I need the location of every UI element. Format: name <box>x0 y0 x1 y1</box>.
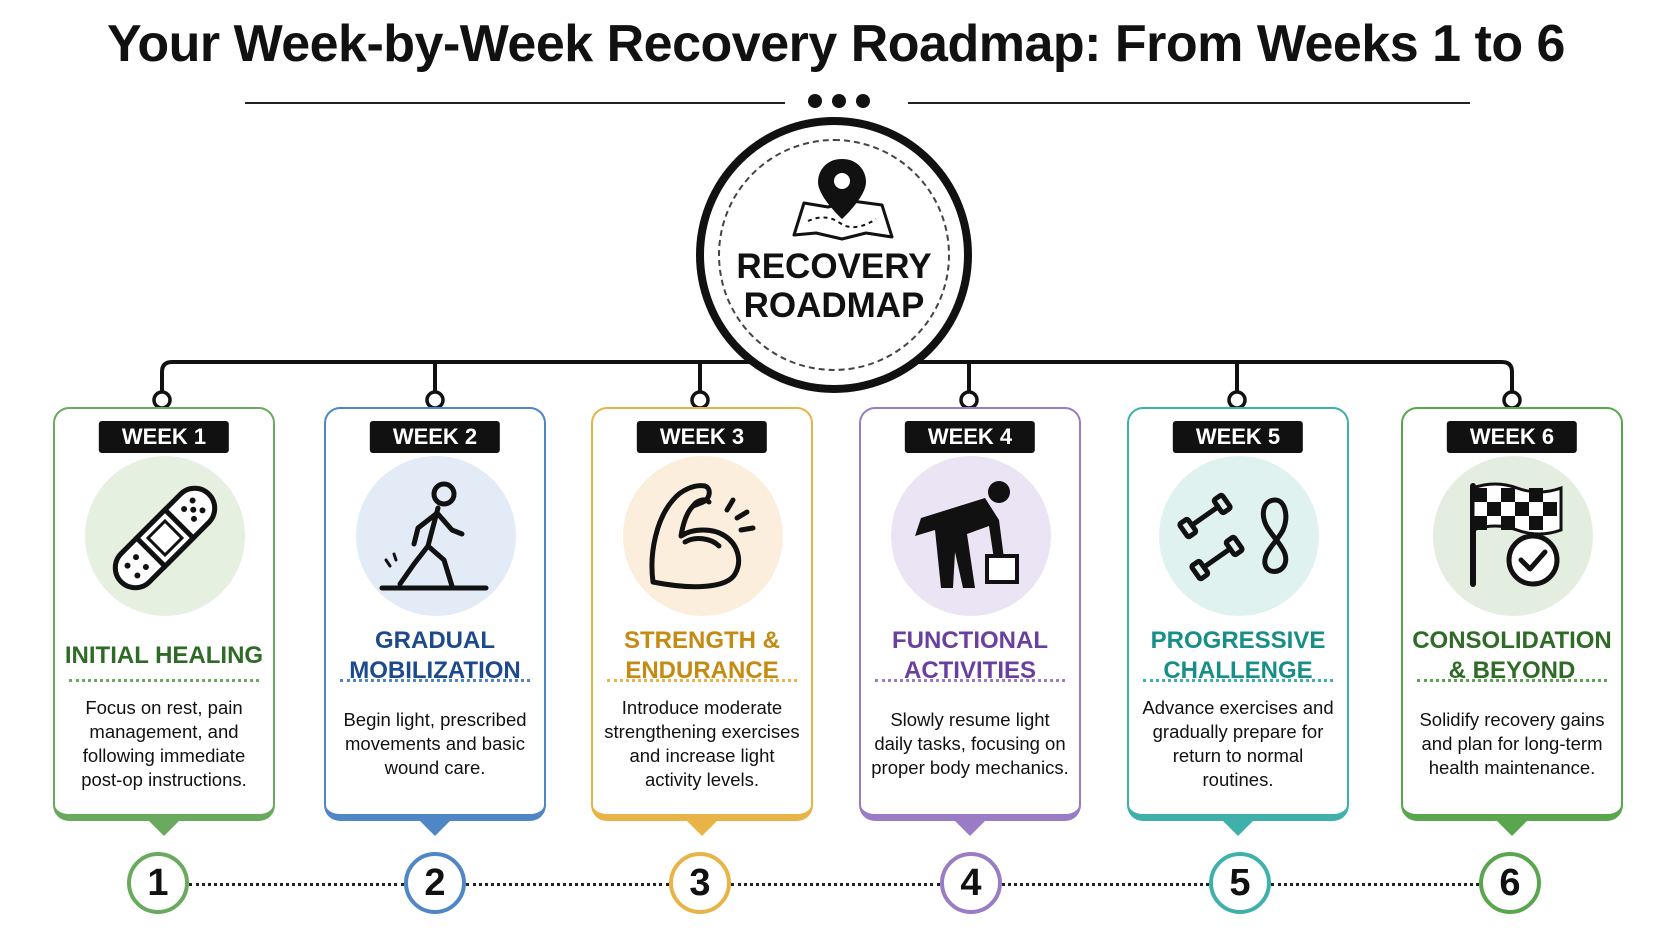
flexed-bicep-icon <box>623 456 783 616</box>
page-title: Your Week-by-Week Recovery Roadmap: From… <box>107 15 1565 73</box>
week-badge: WEEK 2 <box>369 421 501 453</box>
phase-divider <box>1143 679 1333 682</box>
recovery-roadmap-hub: RECOVERY ROADMAP <box>696 117 972 393</box>
phase-divider <box>875 679 1065 682</box>
card-pointer <box>1216 814 1260 836</box>
hub-title-line-1: RECOVERY <box>736 247 932 286</box>
dumbbells-band-icon <box>1159 456 1319 616</box>
phase-title: CONSOLIDATION & BEYOND <box>1412 627 1612 684</box>
map-pin-icon <box>792 159 894 241</box>
phase-description: Solidify recovery gains and plan for lon… <box>1419 709 1605 778</box>
card-pointer <box>142 814 186 836</box>
step-number-1: 1 <box>127 852 189 914</box>
lifting-box-icon <box>891 456 1051 616</box>
title-divider-left <box>245 102 785 104</box>
phase-description: Focus on rest, pain management, and foll… <box>81 697 247 790</box>
timeline-connector <box>189 883 404 886</box>
step-number-6: 6 <box>1479 852 1541 914</box>
card-pointer <box>413 814 457 836</box>
phase-divider <box>69 679 259 682</box>
phase-description: Slowly resume light daily tasks, focusin… <box>871 709 1069 778</box>
title-divider-right <box>908 102 1470 104</box>
checkered-flag-check-icon <box>1433 456 1593 616</box>
week-card-1: WEEK 1 INITIAL HEALING Focus on rest, pain… <box>53 407 275 836</box>
timeline-connector <box>466 883 669 886</box>
week-badge: WEEK 5 <box>1172 421 1304 453</box>
timeline-connector <box>1002 883 1209 886</box>
week-card-6: WEEK 6 CONSOLIDATION & BEYOND Solidify rec… <box>1401 407 1623 836</box>
phase-title: INITIAL HEALING <box>64 642 264 669</box>
phase-divider <box>607 679 797 682</box>
timeline-connector <box>1271 883 1479 886</box>
phase-divider <box>1417 679 1607 682</box>
hub-title-line-2: ROADMAP <box>743 286 925 325</box>
step-number-4: 4 <box>940 852 1002 914</box>
timeline-connector <box>731 883 940 886</box>
week-badge: WEEK 6 <box>1446 421 1578 453</box>
card-pointer <box>1490 814 1534 836</box>
step-number-5: 5 <box>1209 852 1271 914</box>
week-badge: WEEK 3 <box>636 421 768 453</box>
walking-person-icon <box>356 456 516 616</box>
phase-description: Begin light, prescribed movements and ba… <box>343 709 527 778</box>
week-badge: WEEK 1 <box>98 421 230 453</box>
step-number-2: 2 <box>404 852 466 914</box>
phase-description: Advance exercises and gradually prepare … <box>1142 697 1334 790</box>
card-pointer <box>948 814 992 836</box>
phase-divider <box>340 679 530 682</box>
bandage-icon <box>85 456 245 616</box>
phase-description: Introduce moderate strengthening exercis… <box>604 697 800 790</box>
card-pointer <box>680 814 724 836</box>
title-divider-dots <box>808 94 870 108</box>
week-badge: WEEK 4 <box>904 421 1036 453</box>
step-number-3: 3 <box>669 852 731 914</box>
